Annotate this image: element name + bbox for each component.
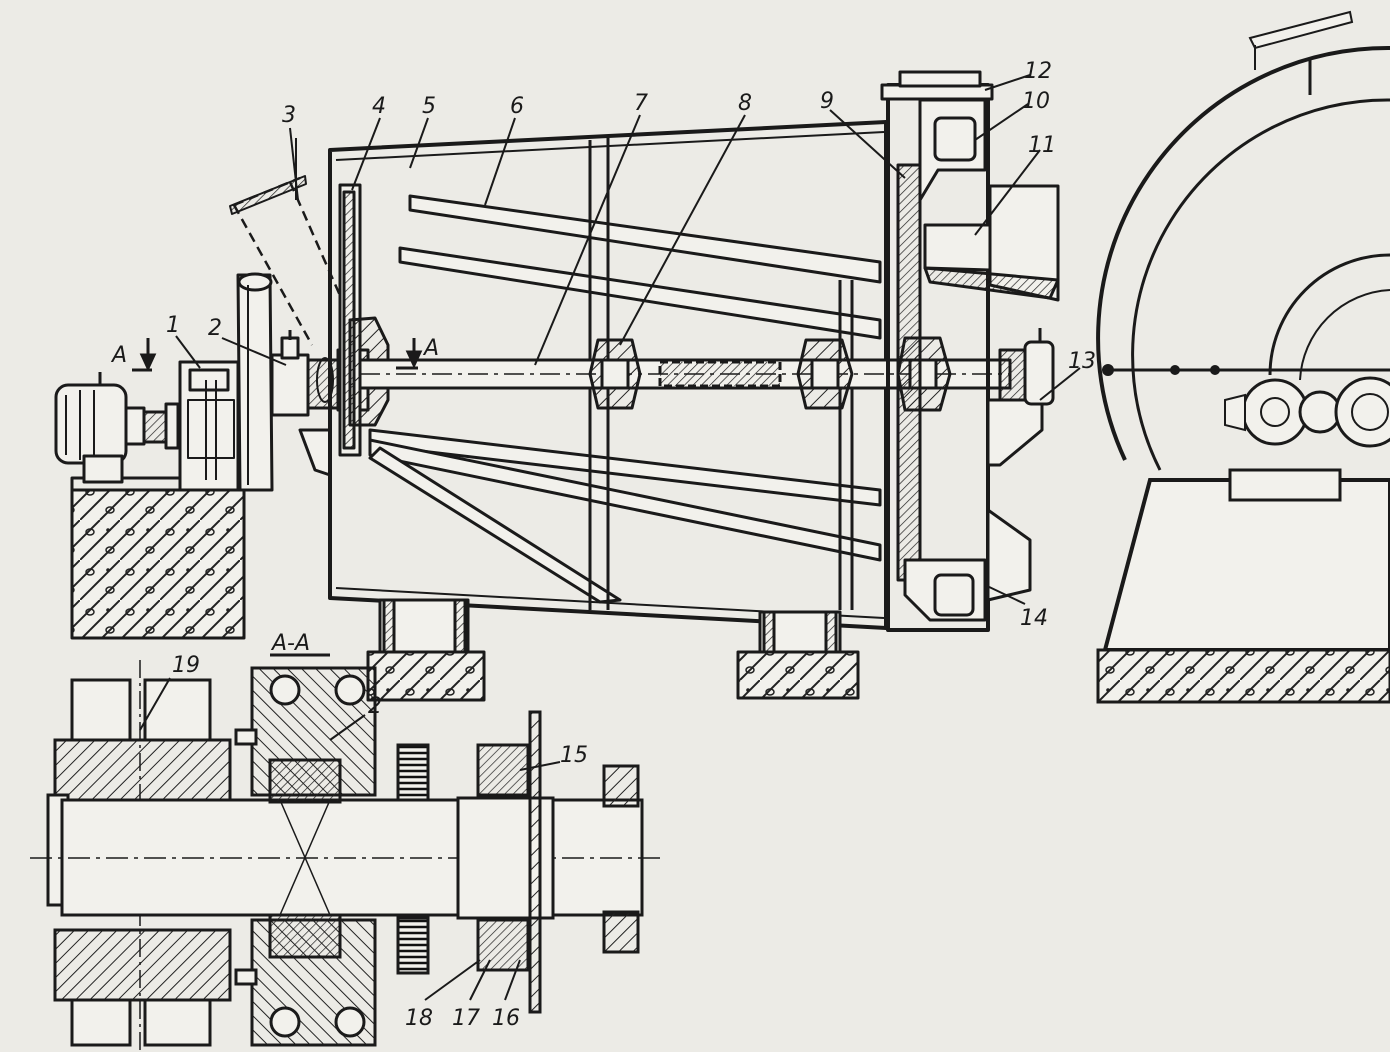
main-side-view [54, 70, 1060, 702]
callout-19: 19 [172, 653, 200, 678]
section-labels: A A A-A 2 [110, 336, 439, 719]
callout-12: 12 [1024, 59, 1052, 84]
bearing-13 [998, 328, 1055, 406]
gear-reducer [178, 360, 240, 492]
end-view [1096, 10, 1390, 704]
callout-8: 8 [738, 91, 752, 116]
callout-13: 13 [1068, 349, 1096, 374]
drive-gear-wheel [236, 272, 274, 492]
callout-17: 17 [452, 1006, 480, 1031]
motor-foundation [70, 476, 246, 640]
callout-7: 7 [634, 91, 648, 116]
callout-4: 4 [372, 94, 386, 119]
callout-2: 2 [208, 316, 222, 341]
electric-motor [54, 372, 128, 484]
callout-leaders [139, 74, 1081, 1001]
section-detail-label: 2 [368, 694, 382, 719]
section-mark-a-left: A [110, 343, 127, 368]
callout-15: 15 [560, 743, 588, 768]
section-a-a [30, 653, 660, 1050]
callout-5: 5 [422, 94, 436, 119]
section-title: A-A [270, 631, 310, 656]
callout-14: 14 [1020, 606, 1048, 631]
callout-11: 11 [1028, 133, 1056, 158]
drum-supports [366, 598, 860, 702]
callout-labels: 1 2 3 4 5 6 7 8 9 10 11 12 13 14 15 16 1… [166, 59, 1096, 1031]
discharge-casing [880, 70, 1060, 632]
section-mark-a-right: A [422, 336, 439, 361]
internal-ribs [368, 194, 882, 604]
coupling [124, 402, 180, 450]
callout-3: 3 [282, 103, 296, 128]
callout-6: 6 [510, 94, 524, 119]
callout-10: 10 [1022, 89, 1050, 114]
callout-18: 18 [405, 1006, 433, 1031]
section-marks-a [132, 338, 423, 372]
callout-1: 1 [166, 313, 180, 338]
callout-16: 16 [492, 1006, 520, 1031]
end-plate-4 [338, 183, 390, 457]
callout-9: 9 [820, 89, 834, 114]
